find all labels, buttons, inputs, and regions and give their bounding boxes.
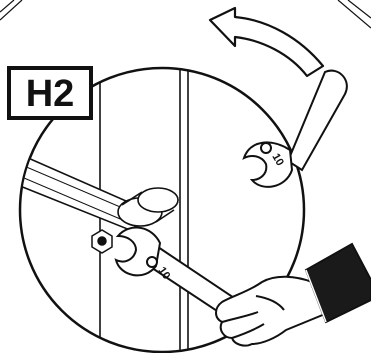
bolt-nut	[92, 230, 112, 253]
step-label: H2	[9, 68, 91, 118]
step-label-text: H2	[26, 73, 75, 115]
frame-corner-lines-right	[338, 0, 371, 28]
frame-corner-lines	[0, 0, 22, 20]
rotate-arrow-icon	[210, 8, 323, 76]
